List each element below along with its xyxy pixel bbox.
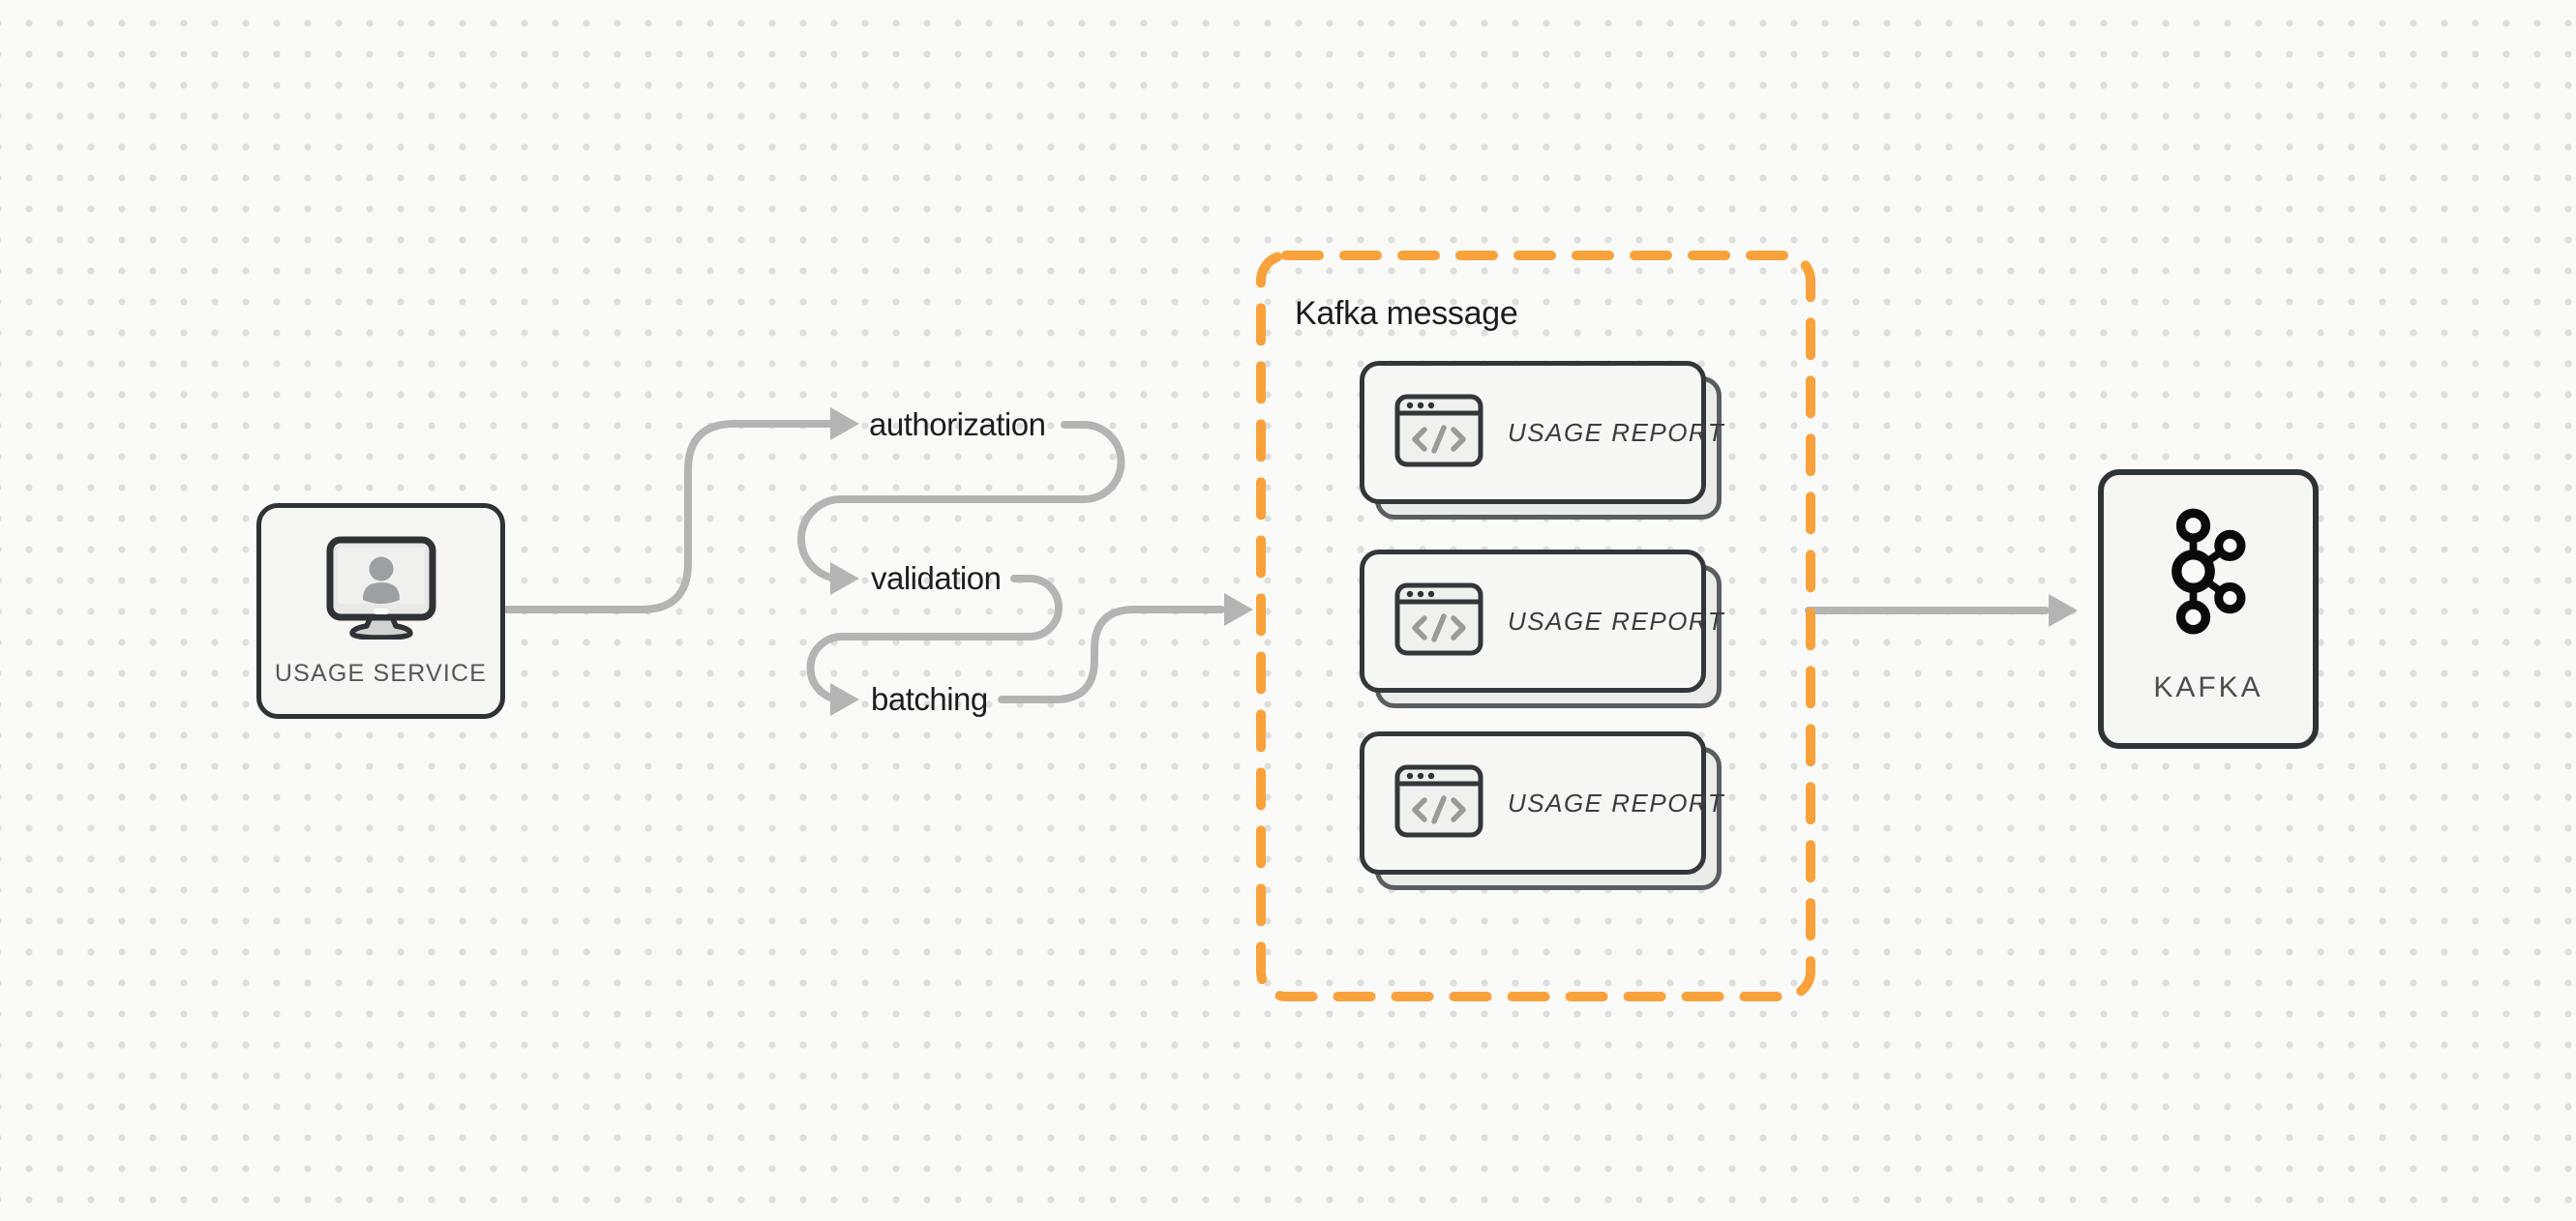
- kafka-message-dashed-border: [1256, 251, 1815, 1001]
- usage-report-label: USAGE REPORT: [1508, 788, 1725, 818]
- code-window-icon: [1394, 582, 1483, 661]
- usage-report-label: USAGE REPORT: [1508, 606, 1725, 636]
- kafka-label: KAFKA: [2153, 671, 2263, 703]
- usage-report-card: USAGE REPORT: [1360, 361, 1723, 520]
- usage-report-card: USAGE REPORT: [1360, 550, 1723, 708]
- card-face: USAGE REPORT: [1360, 731, 1723, 875]
- arrowhead-batching: [830, 683, 859, 716]
- code-window-icon: [1394, 394, 1483, 472]
- arrowhead-kafka-message: [1224, 593, 1253, 626]
- usage-report-card: USAGE REPORT: [1360, 731, 1723, 890]
- monitor-user-icon: [323, 535, 439, 644]
- kafka-logo-icon: [2167, 508, 2250, 646]
- connector-validation-to-batching: [806, 575, 1063, 703]
- arrowhead-validation: [830, 562, 859, 595]
- connector-usage-to-authorization: [503, 420, 834, 613]
- card-face: USAGE REPORT: [1360, 550, 1723, 693]
- usage-service-node: USAGE SERVICE: [256, 503, 505, 719]
- kafka-node: KAFKA: [2098, 469, 2319, 749]
- connector-authorization-to-validation: [797, 421, 1125, 582]
- card-face: USAGE REPORT: [1360, 361, 1723, 504]
- flow-step-label-validation: validation: [871, 560, 1002, 596]
- flow-step-label-authorization: authorization: [869, 406, 1046, 442]
- arrowhead-kafka: [2049, 594, 2078, 627]
- usage-service-label: USAGE SERVICE: [274, 660, 488, 687]
- kafka-message-title: Kafka message: [1295, 295, 1518, 332]
- connector-batching-to-kafka-message: [998, 606, 1225, 703]
- flow-step-label-batching: batching: [871, 681, 988, 717]
- monitor-stand: [348, 611, 413, 640]
- usage-report-label: USAGE REPORT: [1508, 417, 1725, 447]
- arrowhead-authorization: [830, 407, 859, 440]
- code-window-icon: [1394, 764, 1483, 843]
